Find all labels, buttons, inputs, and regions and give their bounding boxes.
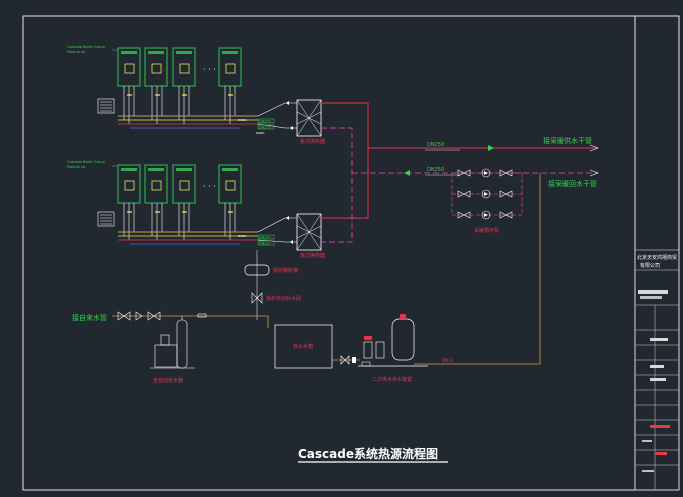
expansion-tank[interactable]: 锅炉膨胀罐	[244, 264, 298, 276]
water-tank-label: 软水水箱	[293, 343, 313, 350]
svg-text:Module x4: Module x4	[67, 165, 86, 169]
makeup-valve-label: 锅炉自动补水阀	[266, 295, 301, 302]
svg-text:Cascade Boiler Group: Cascade Boiler Group	[67, 160, 106, 164]
pressure-makeup-unit[interactable]: 二次供水补水装置	[332, 314, 428, 383]
boiler-unit[interactable]	[144, 47, 168, 87]
makeup-pipe-size: DN32	[442, 358, 454, 363]
to-supply-main-label: 接采暖供水干管	[543, 136, 592, 145]
hx-label-bottom: 板式换热器	[300, 252, 325, 259]
svg-text:DN80: DN80	[256, 131, 264, 135]
supply-pipe-network: DN250 接采暖供水干管	[321, 102, 599, 219]
title-block: 北京天安鸿禧商贸 有限公司	[634, 249, 680, 491]
return-pipe-size: DN250	[427, 167, 444, 173]
supply-pipe-size: DN250	[427, 142, 444, 148]
company-name-2: 有限公司	[640, 262, 660, 269]
hx-label-top: 板式换热器	[300, 138, 325, 145]
svg-text:Cascade Boiler Group: Cascade Boiler Group	[67, 45, 106, 49]
water-softener[interactable]: 全自动软水器	[150, 316, 195, 384]
boiler-group-bottom: Cascade Boiler Group Module x4 · · ·	[67, 160, 286, 246]
inlet-valves[interactable]	[117, 311, 207, 321]
soft-water-tank[interactable]: 软水水箱	[267, 320, 333, 369]
boiler-unit[interactable]	[144, 164, 168, 204]
softener-label: 全自动软水器	[153, 377, 183, 384]
dn-label-bottom-1: DN250	[259, 236, 271, 240]
heat-exchanger-bottom[interactable]: 板式换热器	[285, 213, 325, 259]
expansion-tank-label: 锅炉膨胀罐	[273, 267, 298, 274]
svg-text:· · ·: · · ·	[203, 65, 216, 74]
pressure-unit-label: 二次供水补水装置	[372, 376, 412, 383]
return-pipe-network: DN250 接采暖回水干管	[321, 127, 599, 243]
heat-exchanger-top[interactable]: 板式换热器	[285, 99, 325, 145]
boiler-group-top: Cascade Boiler Group Module x4 · · ·	[67, 45, 286, 135]
from-return-main-label: 接采暖回水干管	[548, 179, 597, 188]
dn-label-top-1: DN250	[259, 120, 271, 124]
auto-makeup-valve[interactable]: 锅炉自动补水阀	[251, 292, 301, 304]
svg-text:· · ·: · · ·	[203, 182, 216, 191]
circulation-pump-set[interactable]: 采暖循环泵	[451, 168, 523, 234]
dn-label-bottom-2: DN250	[259, 242, 271, 246]
circulation-pump-label: 采暖循环泵	[474, 227, 499, 234]
svg-text:DN80: DN80	[238, 234, 246, 238]
company-name-1: 北京天安鸿禧商贸	[637, 254, 677, 261]
svg-text:DN80: DN80	[238, 118, 246, 122]
city-water-label: 接自来水管	[72, 313, 107, 322]
svg-text:Module x4: Module x4	[67, 50, 86, 54]
drawing-title: Cascade系统热源流程图	[298, 446, 438, 461]
dn-label-top-2: DN250	[259, 126, 271, 130]
